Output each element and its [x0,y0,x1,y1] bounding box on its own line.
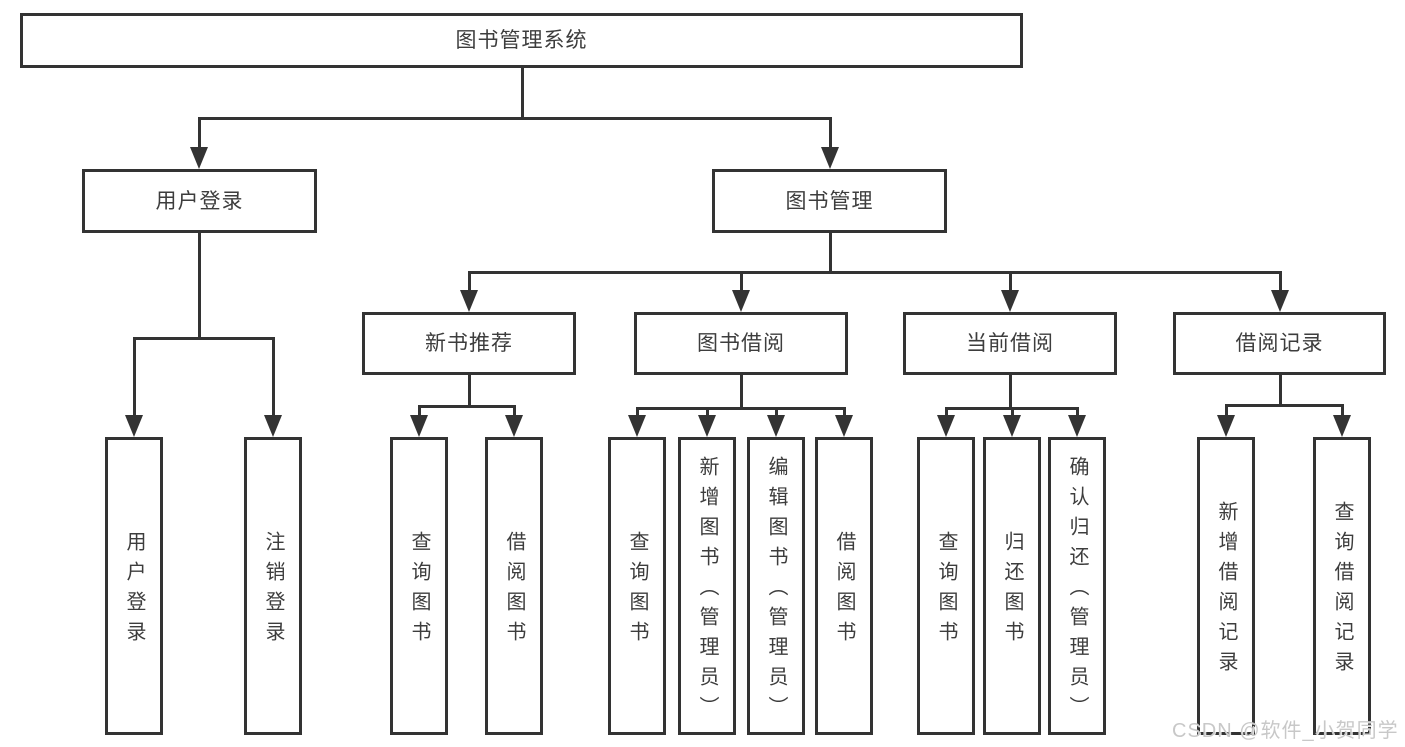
node-label-leaf-user-login: 用户登录 [123,531,145,651]
connector-bus [197,117,832,120]
connector-stem [520,68,524,120]
node-label-book-management: 图书管理 [785,189,874,213]
arrow-down-icon [698,415,716,437]
node-leaf-query-books-1: 查询图书 [390,437,448,735]
connector-drop [417,405,421,423]
arrow-down-icon [835,415,853,437]
node-label-leaf-query-books-2: 查询图书 [626,531,648,651]
connector-stem [739,375,743,410]
arrow-down-icon [1068,415,1086,437]
connector-bus [467,271,1282,274]
arrow-down-icon [410,415,428,437]
node-leaf-return-books: 归还图书 [983,437,1041,735]
arrow-down-icon [767,415,785,437]
arrow-down-icon [1333,415,1351,437]
node-leaf-query-books-3: 查询图书 [917,437,975,735]
node-book-borrowing: 图书借阅 [634,312,848,375]
node-label-user-login-group: 用户登录 [155,189,244,213]
connector-drop [271,337,275,423]
arrow-down-icon [732,290,750,312]
node-label-leaf-query-books-3: 查询图书 [935,531,957,651]
arrow-down-icon [460,290,478,312]
watermark: CSDN @软件_小贺同学 [1172,720,1399,742]
connector-drop [1224,404,1228,423]
arrow-down-icon [1271,290,1289,312]
node-label-borrowing-records: 借阅记录 [1235,332,1324,355]
node-label-leaf-query-books-1: 查询图书 [408,531,430,651]
connector-stem [828,233,832,274]
node-label-leaf-borrow-books-1: 借阅图书 [503,531,525,651]
node-leaf-borrow-books-1: 借阅图书 [485,437,543,735]
node-label-leaf-add-borrow-record: 新增借阅记录 [1215,501,1237,681]
node-label-leaf-logout: 注销登录 [262,531,284,651]
node-label-root: 图书管理系统 [455,29,588,52]
node-label-leaf-confirm-return: 确认归还（管理员） [1066,456,1088,726]
node-leaf-borrow-books-2: 借阅图书 [815,437,873,735]
node-label-current-borrowing: 当前借阅 [966,332,1054,355]
connector-stem [467,375,471,408]
node-leaf-add-books: 新增图书（管理员） [678,437,736,735]
arrow-down-icon [821,147,839,169]
node-label-leaf-return-books: 归还图书 [1001,531,1023,651]
arrow-down-icon [1001,290,1019,312]
node-leaf-user-login: 用户登录 [105,437,163,735]
connector-drop [197,117,201,155]
arrow-down-icon [125,415,143,437]
connector-stem [1008,375,1012,410]
node-label-book-borrowing: 图书借阅 [697,332,785,355]
node-label-new-book-recommend: 新书推荐 [425,332,513,355]
arrow-down-icon [264,415,282,437]
connector-bus [635,407,846,410]
arrow-down-icon [937,415,955,437]
arrow-down-icon [1003,415,1021,437]
node-leaf-confirm-return: 确认归还（管理员） [1048,437,1106,735]
arrow-down-icon [190,147,208,169]
connector-bus [417,405,516,408]
node-book-management: 图书管理 [712,169,947,233]
connector-bus [132,337,275,340]
node-user-login-group: 用户登录 [82,169,317,233]
node-label-leaf-borrow-books-2: 借阅图书 [833,531,855,651]
connector-stem [197,233,201,340]
node-new-book-recommend: 新书推荐 [362,312,576,375]
connector-drop [1278,271,1282,298]
arrow-down-icon [628,415,646,437]
arrow-down-icon [505,415,523,437]
node-leaf-query-books-2: 查询图书 [608,437,666,735]
connector-drop [132,337,136,423]
node-current-borrowing: 当前借阅 [903,312,1117,375]
node-root: 图书管理系统 [20,13,1023,68]
connector-bus [1224,404,1344,407]
node-label-leaf-add-books: 新增图书（管理员） [696,456,718,726]
connector-stem [1278,375,1282,407]
connector-drop [1008,271,1012,298]
node-leaf-query-borrow-record: 查询借阅记录 [1313,437,1371,735]
arrow-down-icon [1217,415,1235,437]
connector-drop [1340,404,1344,423]
node-leaf-logout: 注销登录 [244,437,302,735]
node-borrowing-records: 借阅记录 [1173,312,1386,375]
node-leaf-add-borrow-record: 新增借阅记录 [1197,437,1255,735]
connector-drop [828,117,832,155]
connector-drop [467,271,471,298]
node-label-leaf-edit-books: 编辑图书（管理员） [765,456,787,726]
connector-drop [739,271,743,298]
connector-drop [512,405,516,423]
node-leaf-edit-books: 编辑图书（管理员） [747,437,805,735]
node-label-leaf-query-borrow-record: 查询借阅记录 [1331,501,1353,681]
